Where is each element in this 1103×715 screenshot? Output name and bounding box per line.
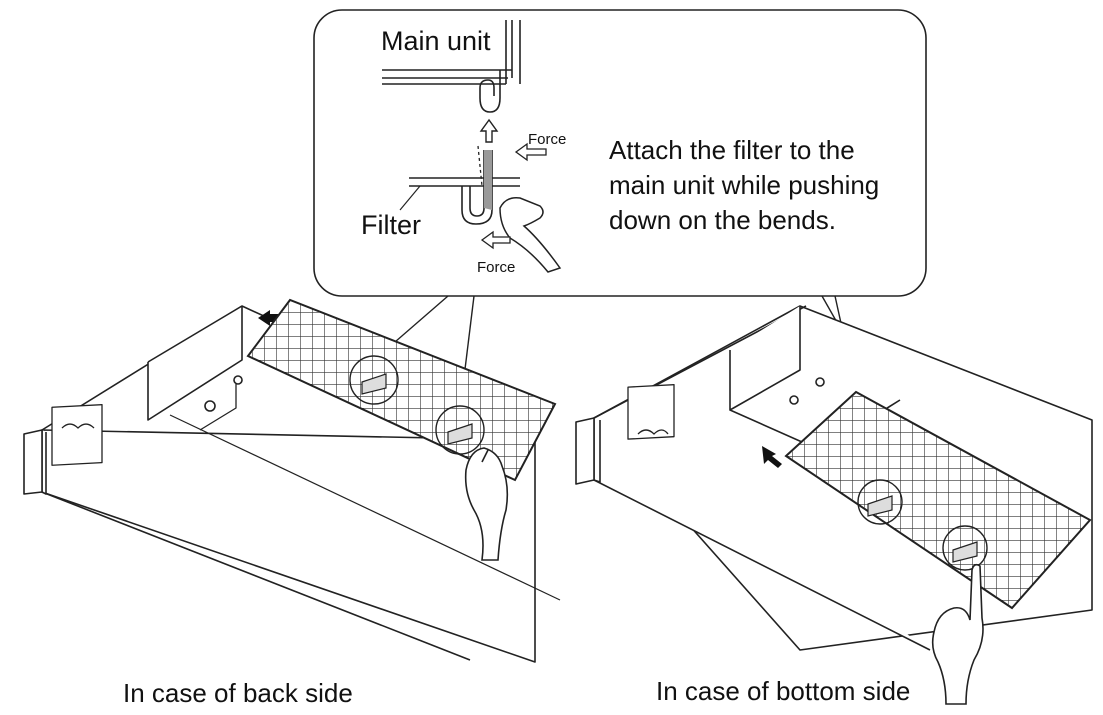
force-label-upper: Force xyxy=(528,131,567,148)
main-unit-frame-detail xyxy=(382,20,521,113)
main-unit-label: Main unit xyxy=(381,26,491,56)
detail-circle-right-2 xyxy=(942,525,988,571)
filter-label: Filter xyxy=(361,210,421,240)
force-arrow-upper-icon xyxy=(514,142,547,162)
filter-bottom-side xyxy=(784,390,1092,610)
caption-back-side: In case of back side xyxy=(123,678,353,708)
force-label-lower: Force xyxy=(477,259,516,276)
caption-bottom-side: In case of bottom side xyxy=(656,676,911,706)
hand-right-icon xyxy=(931,563,984,705)
instruction-text: Attach the filter to the main unit while… xyxy=(609,135,880,235)
detail-circle-left-2 xyxy=(435,405,485,455)
force-arrow-lower-icon xyxy=(480,230,511,250)
detail-circle-right-1 xyxy=(857,479,903,525)
unit-back-side-illustration xyxy=(23,305,561,663)
detail-circle-left-1 xyxy=(349,355,399,405)
filter-hook-detail xyxy=(399,145,520,225)
up-arrow-icon xyxy=(479,118,499,143)
filter-back-side xyxy=(246,298,557,482)
hand-left-icon xyxy=(464,447,509,561)
